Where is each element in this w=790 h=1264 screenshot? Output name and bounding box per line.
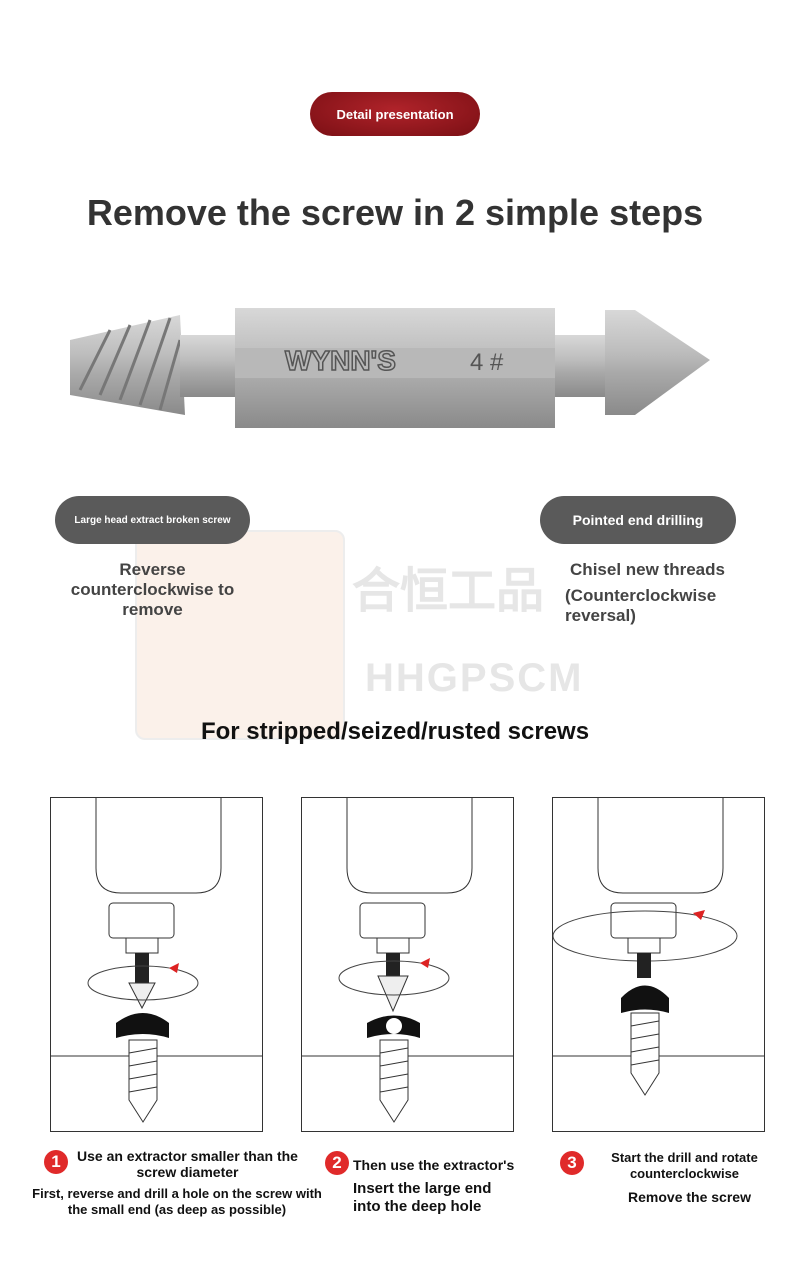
step-3-number: 3 (560, 1151, 584, 1175)
step-1-title: Use an extractor smaller than the screw … (77, 1148, 298, 1180)
large-head-pill: Large head extract broken screw (55, 496, 250, 544)
screw-extractor-bit-image: WYNN'S 4 # (70, 308, 710, 428)
watermark-logo (135, 530, 345, 740)
watermark-cn: 合恒工品 (352, 565, 545, 618)
step-3-title: Start the drill and rotate counterclockw… (611, 1150, 758, 1181)
detail-presentation-badge: Detail presentation (310, 92, 480, 136)
pointed-end-pill: Pointed end drilling (540, 496, 736, 544)
step-1-number: 1 (44, 1150, 68, 1174)
subtitle: For stripped/seized/rusted screws (200, 718, 590, 745)
size-engraving: 4 # (470, 349, 504, 376)
step-2-detail: Insert the large end into the deep hole (353, 1180, 492, 1215)
watermark-en: HHGPSCM (365, 656, 584, 700)
step-2-title: Then use the extractor's (353, 1157, 515, 1173)
page-title: Remove the screw in 2 simple steps (86, 192, 704, 233)
step-2-number: 2 (325, 1151, 349, 1175)
step-2-illustration (301, 797, 514, 1132)
step-1-illustration (50, 797, 263, 1132)
brand-engraving: WYNN'S (285, 345, 396, 376)
step-3-illustration (552, 797, 765, 1132)
step-3-detail: Remove the screw (628, 1189, 751, 1205)
step-1-detail: First, reverse and drill a hole on the s… (32, 1186, 322, 1217)
